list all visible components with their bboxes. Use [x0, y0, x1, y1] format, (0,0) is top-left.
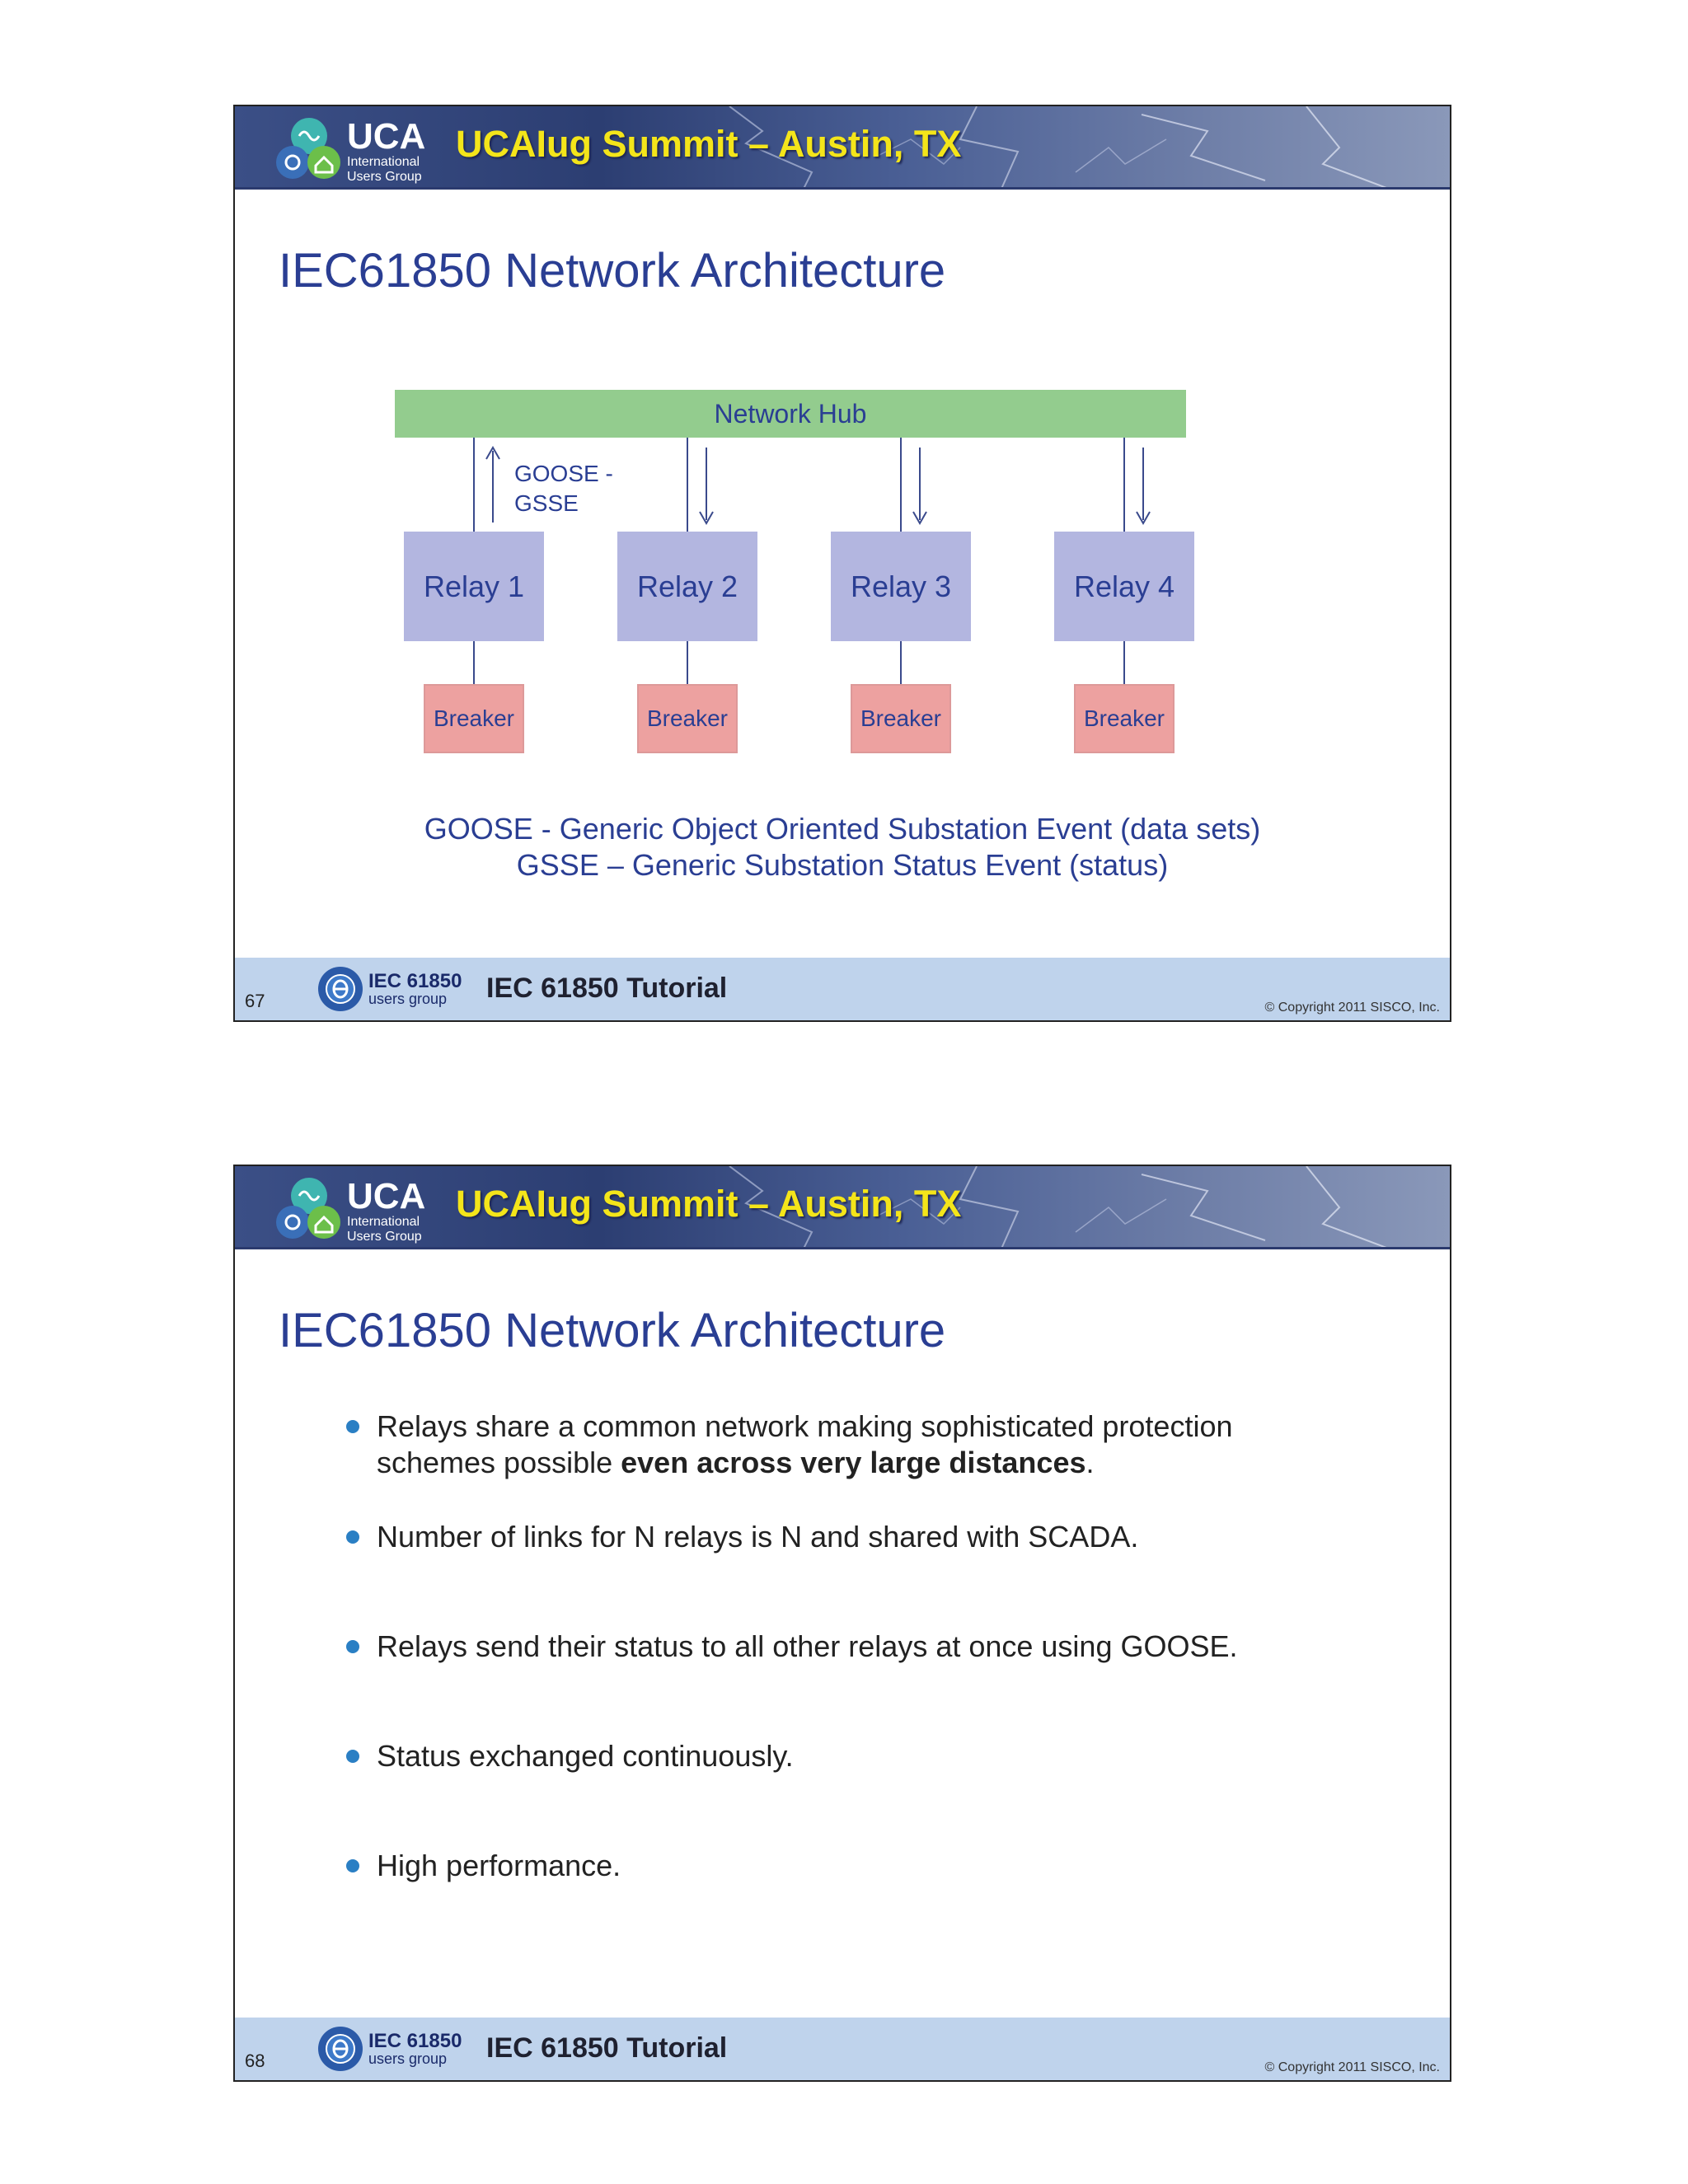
goose-gsse-label: GOOSE - GSSE	[514, 459, 613, 518]
breaker-2-link	[687, 641, 688, 684]
bullet-text: High performance.	[377, 1849, 621, 1882]
copyright-notice: © Copyright 2011 SISCO, Inc.	[1264, 1001, 1440, 1015]
breaker-1-link	[473, 641, 475, 684]
network-hub: Network Hub	[395, 390, 1186, 438]
bullet-text: Relays share a common network making sop…	[377, 1409, 1233, 1479]
slide-68: UCA International Users Group UCAIug Sum…	[233, 1165, 1451, 2082]
banner-divider	[235, 187, 1450, 190]
breaker-3: Breaker	[851, 684, 951, 753]
svg-text:users group: users group	[368, 991, 447, 1007]
breaker-2: Breaker	[637, 684, 738, 753]
slide-banner: UCA International Users Group UCAIug Sum…	[235, 1166, 1450, 1249]
goose-label-line2: GSSE	[514, 490, 579, 516]
relay-2: Relay 2	[617, 532, 757, 641]
copyright-notice: © Copyright 2011 SISCO, Inc.	[1264, 2060, 1440, 2074]
bullet-text: Status exchanged continuously.	[377, 1739, 794, 1773]
svg-text:IEC 61850: IEC 61850	[368, 2030, 462, 2052]
relay-3-link	[900, 438, 902, 532]
caption-gsse: GSSE – Generic Substation Status Event (…	[516, 848, 1169, 882]
bullet-dot-icon	[346, 1530, 359, 1544]
banner-title: UCAIug Summit – Austin, TX	[456, 1183, 962, 1225]
svg-text:IEC 61850: IEC 61850	[368, 970, 462, 992]
bullet-dot-icon	[346, 1420, 359, 1433]
svg-text:UCA: UCA	[347, 116, 425, 157]
banner-title: UCAIug Summit – Austin, TX	[456, 123, 962, 165]
bullet-text: Relays send their status to all other re…	[377, 1629, 1238, 1663]
page-number: 67	[245, 991, 265, 1011]
bullet-dot-icon	[346, 1640, 359, 1653]
relay-3: Relay 3	[831, 532, 971, 641]
caption-goose: GOOSE - Generic Object Oriented Substati…	[424, 812, 1261, 846]
svg-text:Users Group: Users Group	[347, 1230, 422, 1244]
relay-1-link	[473, 438, 475, 532]
footer-title: IEC 61850 Tutorial	[486, 2032, 728, 2064]
svg-text:International: International	[347, 155, 420, 169]
footer-title: IEC 61850 Tutorial	[486, 972, 728, 1004]
relay-1: Relay 1	[404, 532, 544, 641]
arrow-down-icon	[912, 448, 927, 526]
arrow-down-icon	[1136, 448, 1151, 526]
slide-banner: UCA International Users Group UCAIug Sum…	[235, 106, 1450, 189]
relay-4-link	[1123, 438, 1125, 532]
uca-logo: UCA International Users Group	[276, 116, 425, 184]
page-number: 68	[245, 2050, 265, 2071]
bullet-dot-icon	[346, 1859, 359, 1872]
lightning-background	[729, 1166, 1390, 1249]
goose-label-line1: GOOSE -	[514, 461, 613, 486]
breaker-1: Breaker	[424, 684, 524, 753]
breaker-3-link	[900, 641, 902, 684]
slide-footer: 68 IEC 61850 users group IEC 61850 Tutor…	[235, 2018, 1450, 2080]
bullet-text: Number of links for N relays is N and sh…	[377, 1520, 1139, 1554]
bullet-dot-icon	[346, 1750, 359, 1763]
iec-61850-logo: IEC 61850 users group	[318, 2027, 462, 2071]
svg-text:users group: users group	[368, 2050, 447, 2067]
slide-67: UCA International Users Group UCAIug Sum…	[233, 105, 1451, 1022]
svg-text:UCA: UCA	[347, 1176, 425, 1216]
lightning-background	[729, 106, 1390, 189]
iec-61850-logo: IEC 61850 users group	[318, 967, 462, 1011]
relay-4: Relay 4	[1054, 532, 1194, 641]
slide-title: IEC61850 Network Architecture	[279, 244, 946, 298]
slide-footer: 67 IEC 61850 users group IEC 61850 Tutor…	[235, 958, 1450, 1020]
banner-divider	[235, 1247, 1450, 1249]
relay-2-link	[687, 438, 688, 532]
uca-logo: UCA International Users Group	[276, 1176, 425, 1244]
slide-title: IEC61850 Network Architecture	[279, 1304, 946, 1357]
svg-text:International: International	[347, 1215, 420, 1229]
arrow-down-icon	[699, 448, 714, 526]
breaker-4-link	[1123, 641, 1125, 684]
breaker-4: Breaker	[1074, 684, 1175, 753]
arrow-up-icon	[485, 445, 500, 523]
svg-text:Users Group: Users Group	[347, 170, 422, 184]
